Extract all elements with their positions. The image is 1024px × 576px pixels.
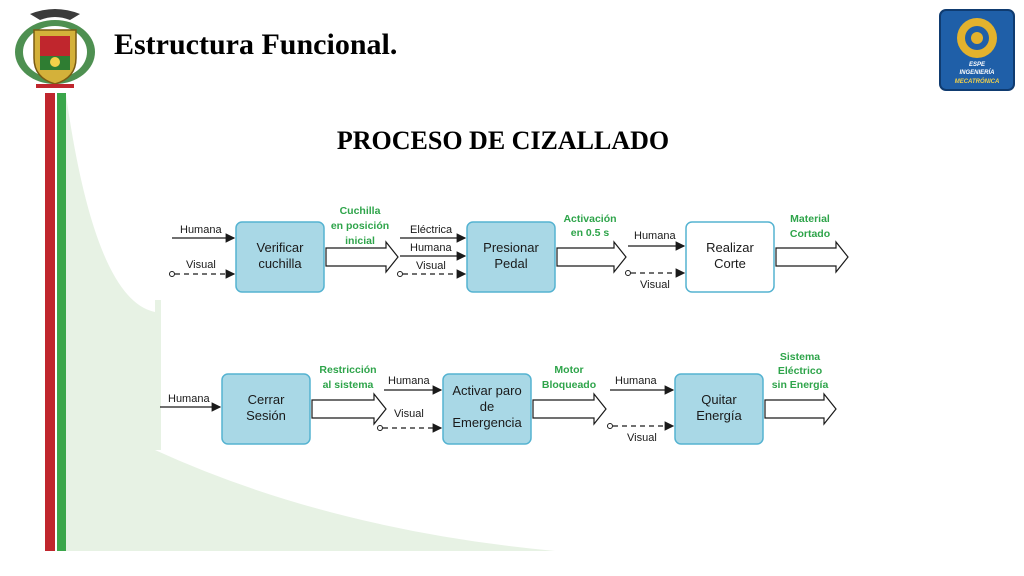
input-human-label: Humana — [388, 375, 430, 387]
input-visual-label: Visual — [394, 408, 424, 420]
output-label: Eléctrico — [778, 365, 822, 377]
slide-subtitle: PROCESO DE CIZALLADO — [336, 126, 670, 155]
input-human-label: Humana — [180, 224, 222, 236]
output-label: sin Energía — [772, 379, 829, 391]
box-text: Sesión — [246, 408, 286, 423]
output-label: Cortado — [790, 228, 830, 240]
output-label: Activación — [563, 213, 616, 225]
input-visual-label: Visual — [640, 279, 670, 291]
signal-output-arrow — [311, 392, 387, 426]
box-text: Cerrar — [248, 392, 286, 407]
output-label: Cuchilla — [340, 205, 381, 217]
input-human-label: Humana — [634, 230, 676, 242]
box-verificar-cuchilla — [235, 221, 325, 293]
output-label: inicial — [345, 235, 375, 247]
visual-source-circle — [625, 270, 631, 276]
box-text: cuchilla — [258, 256, 302, 271]
visual-source-circle — [397, 271, 403, 277]
visual-source-circle — [169, 271, 175, 277]
signal-output-arrow — [532, 392, 607, 426]
box-text: Realizar — [706, 240, 754, 255]
output-label: Bloqueado — [542, 379, 596, 391]
input-human-label: Humana — [168, 393, 210, 405]
logo-line3: MECATRÓNICA — [955, 78, 1000, 85]
box-realizar-corte — [685, 221, 775, 293]
output-label: en posición — [331, 220, 389, 232]
input-electric-label: Eléctrica — [410, 224, 453, 236]
visual-source-circle — [377, 425, 383, 431]
output-label: al sistema — [323, 379, 374, 391]
signal-output-arrow — [764, 392, 837, 426]
box-presionar-pedal — [466, 221, 556, 293]
box-text: Verificar — [257, 240, 305, 255]
output-label: Restricción — [319, 364, 376, 376]
signal-output-arrow — [325, 240, 399, 274]
input-visual-label: Visual — [627, 432, 657, 444]
output-label: Material — [790, 213, 830, 225]
visual-source-circle — [607, 423, 613, 429]
signal-output-arrow — [556, 240, 627, 274]
box-text: Energía — [696, 408, 742, 423]
logo-line1: ESPE — [969, 62, 986, 68]
box-text: Activar paro — [452, 383, 521, 398]
green-stripe — [57, 93, 66, 551]
slide-title: Estructura Funcional. — [114, 28, 398, 61]
input-human-label: Humana — [615, 375, 657, 387]
logo-line2: INGENIERÍA — [959, 69, 994, 76]
box-text: de — [480, 399, 494, 414]
box-text: Emergencia — [452, 415, 522, 430]
box-text: Corte — [714, 256, 746, 271]
input-human-label: Humana — [410, 242, 452, 254]
output-label: en 0.5 s — [571, 227, 610, 239]
red-stripe — [45, 93, 55, 551]
signal-output-arrow — [775, 240, 849, 274]
box-text: Quitar — [701, 392, 737, 407]
output-label: Motor — [554, 364, 583, 376]
box-cerrar-sesion — [221, 373, 311, 445]
input-visual-label: Visual — [416, 260, 446, 272]
output-label: Sistema — [780, 351, 820, 363]
box-activar-paro-emergencia — [442, 373, 532, 445]
box-text: Pedal — [494, 256, 527, 271]
input-visual-label: Visual — [186, 259, 216, 271]
box-text: Presionar — [483, 240, 539, 255]
box-quitar-energia — [674, 373, 764, 445]
